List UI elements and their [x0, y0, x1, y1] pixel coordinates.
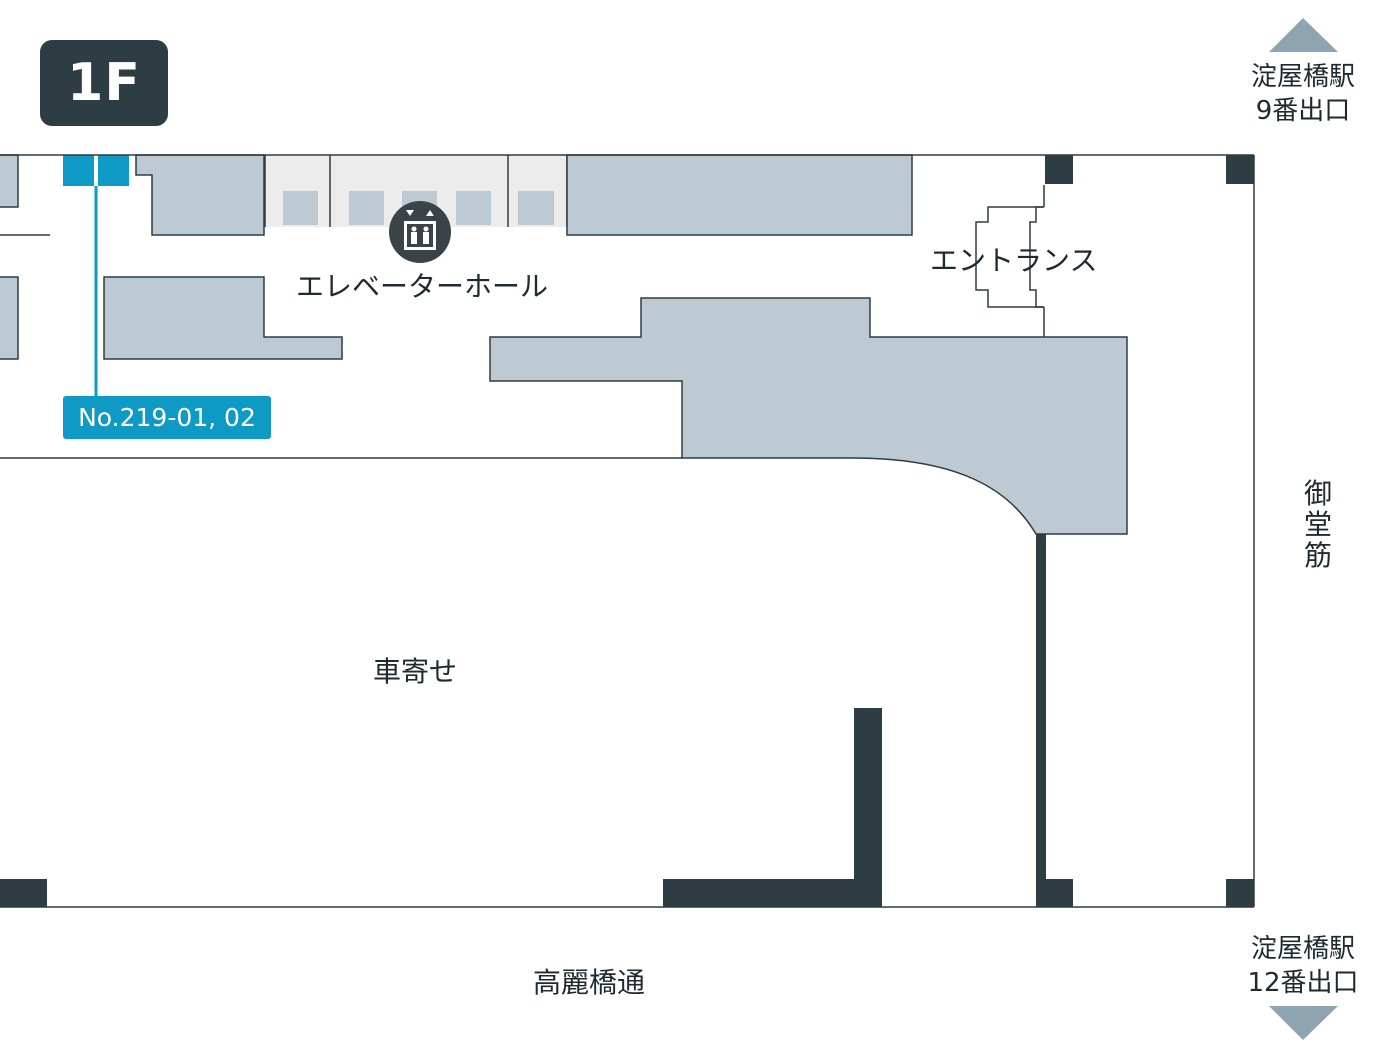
elevator-icon: [389, 201, 451, 263]
elevator-doors: [283, 191, 554, 225]
arrow-down-icon: [1269, 1006, 1338, 1040]
drop-off-label: 車寄せ: [373, 655, 458, 688]
exit-label-bottom: 淀屋橋駅 12番出口: [1238, 932, 1368, 1000]
exit-bottom-station: 淀屋橋駅: [1250, 934, 1355, 964]
arrow-up-icon: [1269, 18, 1338, 52]
exit-top-station: 淀屋橋駅: [1250, 62, 1355, 92]
highlighted-unit: [63, 155, 129, 186]
exit-top-number: 9番出口: [1255, 96, 1351, 126]
unit-label[interactable]: No.219-01, 02: [63, 396, 271, 439]
entrance-door: [975, 206, 1044, 308]
entrance-label: エントランス: [930, 244, 1098, 277]
street-label-right: 御 堂 筋: [1300, 478, 1336, 571]
street-right-char: 筋: [1303, 539, 1332, 572]
street-right-char: 堂: [1303, 508, 1332, 541]
exit-label-top: 淀屋橋駅 9番出口: [1238, 60, 1368, 128]
street-label-bottom: 高麗橋通: [533, 966, 646, 999]
tenant-blocks: [0, 154, 1128, 535]
floor-badge: 1F: [40, 40, 168, 126]
exit-bottom-number: 12番出口: [1247, 968, 1359, 998]
elevator-hall-label: エレベーターホール: [296, 270, 549, 303]
street-right-char: 御: [1303, 477, 1332, 510]
structural-walls: [0, 155, 1254, 907]
